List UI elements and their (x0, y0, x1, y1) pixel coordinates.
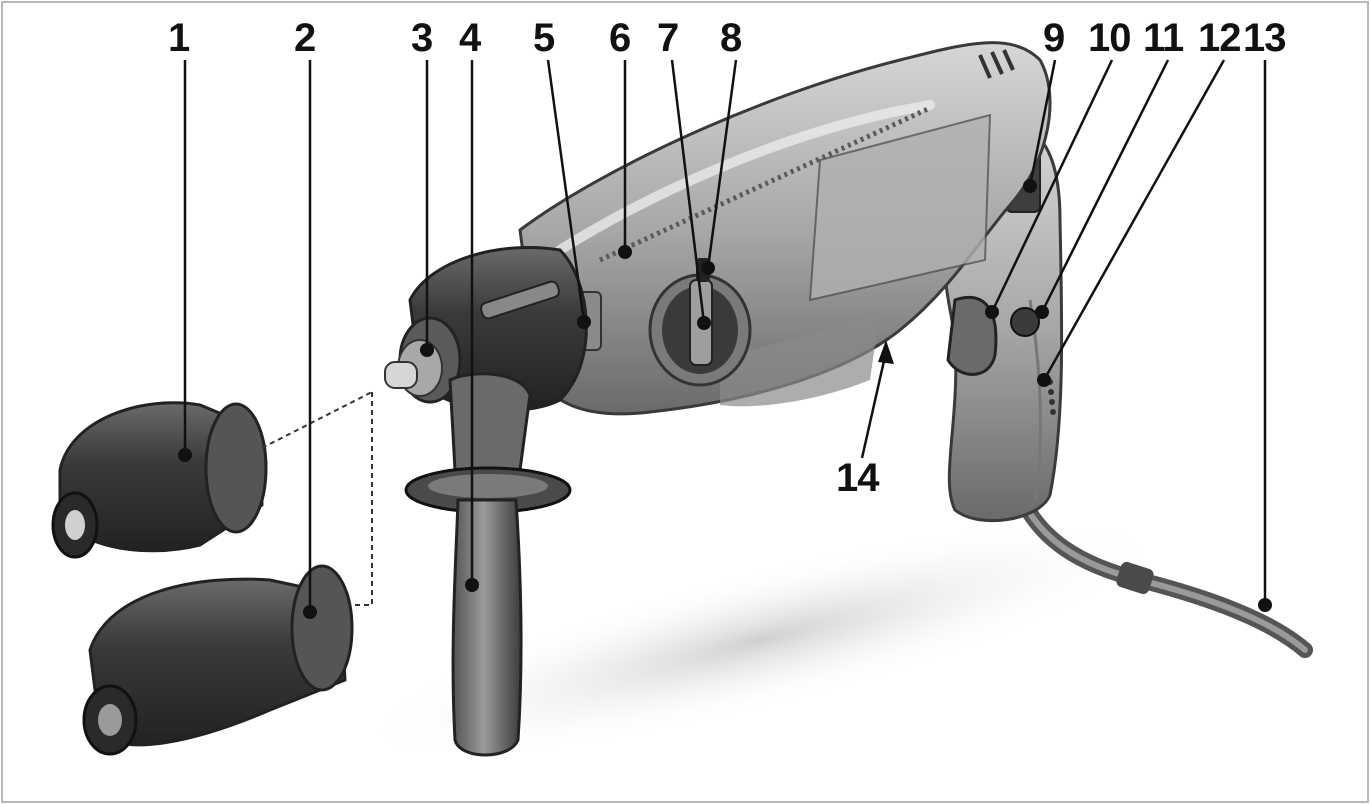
callout-1: 1 (168, 16, 190, 60)
vent-slots (978, 49, 1015, 79)
depth-stop-scale (598, 105, 932, 263)
callout-5: 5 (533, 16, 555, 60)
callout-9: 9 (1043, 16, 1065, 60)
tool-holder (384, 316, 462, 404)
power-cord (1012, 487, 1313, 658)
leader-dots (178, 179, 1272, 619)
callout-12: 12 (1198, 16, 1241, 60)
on-off-switch (946, 295, 998, 376)
assembly-guide-lines (261, 391, 373, 606)
auxiliary-handle (404, 372, 572, 757)
callout-14: 14 (836, 456, 879, 500)
keyless-chuck (82, 564, 354, 756)
callout-2: 2 (294, 16, 316, 60)
mode-selector-switch (648, 258, 752, 387)
lock-button (1010, 307, 1040, 337)
callout-10: 10 (1088, 16, 1131, 60)
callout-3: 3 (411, 16, 433, 60)
sds-chuck (51, 401, 268, 559)
depth-stop-rod (480, 280, 560, 320)
floor-shadow (352, 517, 1168, 763)
leader-lines (183, 59, 1267, 612)
callout-6: 6 (609, 16, 631, 60)
callout-8: 8 (720, 16, 742, 60)
callout-7: 7 (657, 16, 679, 60)
callout-11: 11 (1143, 16, 1184, 60)
arrow-14-head (878, 340, 894, 364)
callout-4: 4 (459, 16, 481, 60)
callout-13: 13 (1243, 16, 1286, 60)
